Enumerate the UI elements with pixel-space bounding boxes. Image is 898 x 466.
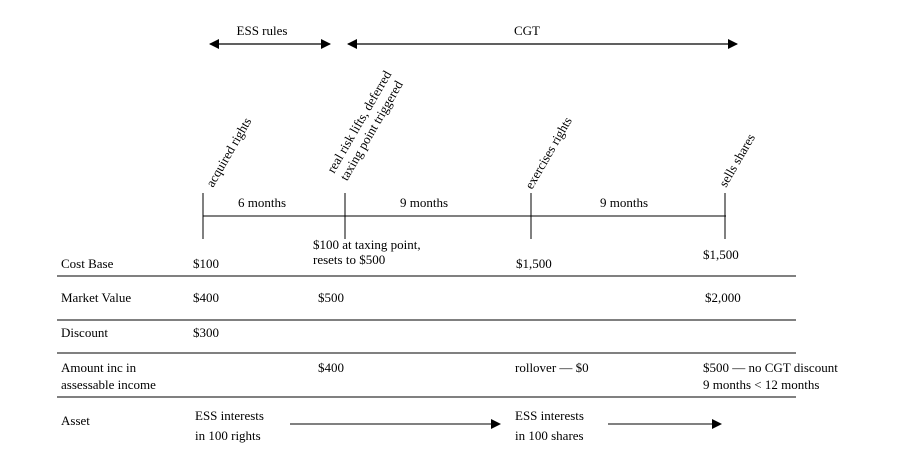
row-label-asset: Asset <box>61 413 90 428</box>
cost-base-cell: $100 <box>193 256 219 271</box>
event-label-exercises-rights: exercises rights <box>522 114 575 191</box>
cost-base-cell: $100 at taxing point, <box>313 237 421 252</box>
market-value-cell: $400 <box>193 290 219 305</box>
row-label-discount: Discount <box>61 325 108 340</box>
asset-cell: in 100 shares <box>515 428 584 443</box>
cost-base-cell: resets to $500 <box>313 252 385 267</box>
event-label-line: acquired rights <box>203 115 255 190</box>
row-label-market-value: Market Value <box>61 290 131 305</box>
cost-base-cell: $1,500 <box>516 256 552 271</box>
market-value-cell: $2,000 <box>705 290 741 305</box>
cost-base-cell: $1,500 <box>703 247 739 262</box>
asset-cell: in 100 rights <box>195 428 261 443</box>
ess-range-label: ESS rules <box>237 23 288 38</box>
amount-income-cell: $400 <box>318 360 344 375</box>
amount-income-cell: 9 months < 12 months <box>703 377 819 392</box>
event-label-sells-shares: sells shares <box>716 131 758 189</box>
asset-cell: ESS interests <box>195 408 264 423</box>
interval-label: 9 months <box>400 195 448 210</box>
event-label-line: exercises rights <box>522 114 575 191</box>
row-label-cost-base: Cost Base <box>61 256 114 271</box>
event-label-line: sells shares <box>716 131 758 189</box>
market-value-cell: $500 <box>318 290 344 305</box>
interval-label: 6 months <box>238 195 286 210</box>
event-label-acquired-rights: acquired rights <box>203 115 255 190</box>
interval-label: 9 months <box>600 195 648 210</box>
row-label-amount-income: Amount inc in <box>61 360 137 375</box>
amount-income-cell: rollover — $0 <box>515 360 589 375</box>
asset-cell: ESS interests <box>515 408 584 423</box>
amount-income-cell: $500 — no CGT discount <box>703 360 838 375</box>
cgt-range-label: CGT <box>514 23 540 38</box>
row-label-amount-income: assessable income <box>61 377 156 392</box>
discount-cell: $300 <box>193 325 219 340</box>
event-label-taxing-point: real risk lifts, deferred taxing point t… <box>324 68 407 183</box>
